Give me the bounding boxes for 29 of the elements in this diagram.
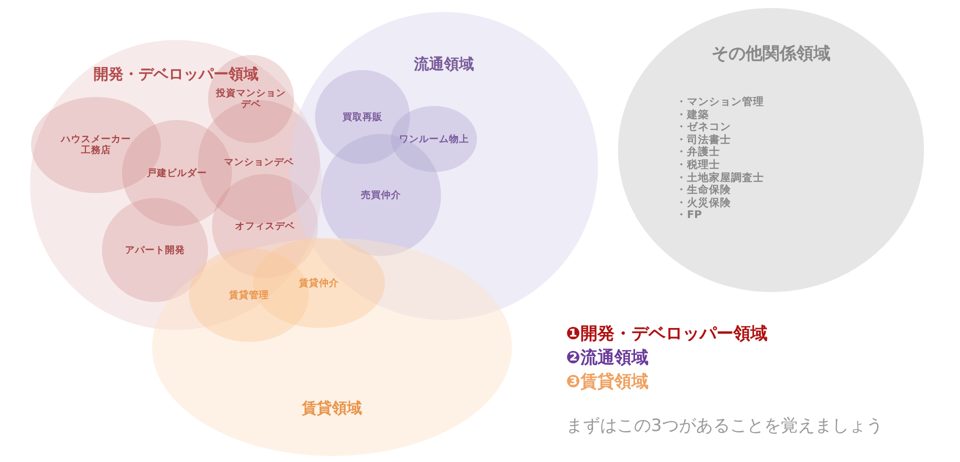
region-title: 流通領域: [414, 54, 474, 74]
list-item: ・ゼネコン: [676, 121, 732, 134]
circle-label: 買取再販: [342, 112, 384, 123]
circle-label: アパート開発: [124, 244, 186, 256]
circle-label: 戸建ビルダー: [146, 168, 208, 179]
note-text: まずはこの3つがあることを覚えましょう: [566, 415, 883, 437]
list-item: ・税理士: [676, 158, 721, 172]
list-item: ・司法書士: [676, 134, 732, 146]
list-item: ・土地家屋調査士: [676, 172, 764, 184]
legend-item: ❶開発・デベロッパー領域: [566, 323, 768, 345]
region-title: 開発・デベロッパー領域: [94, 65, 258, 84]
circle-label: 賃貸管理: [228, 290, 270, 301]
list-item: ・FP: [676, 209, 703, 222]
list-item: ・火災保険: [676, 196, 732, 210]
list-item: ・マンション管理: [676, 96, 764, 109]
circle-label: ハウスメーカー工務店: [60, 134, 132, 156]
legend-item: ❸賃貸領域: [566, 371, 648, 393]
list-item: ・弁護士: [676, 146, 721, 159]
circle-label: ワンルーム物上: [398, 134, 470, 145]
list-item: ・建築: [676, 108, 710, 122]
circle-label: 売買仲介: [360, 190, 402, 201]
legend-item: ❷流通領域: [566, 347, 648, 369]
circle-label: 賃貸仲介: [298, 278, 340, 289]
region-title: その他関係領域: [712, 42, 830, 65]
region-title: 賃貸領域: [302, 398, 362, 418]
circle-label: 投資マンションデベ: [214, 88, 287, 110]
list-item: ・生命保険: [676, 184, 732, 197]
circle-label: オフィスデベ: [234, 220, 296, 232]
circle-label: マンションデベ: [223, 156, 295, 168]
